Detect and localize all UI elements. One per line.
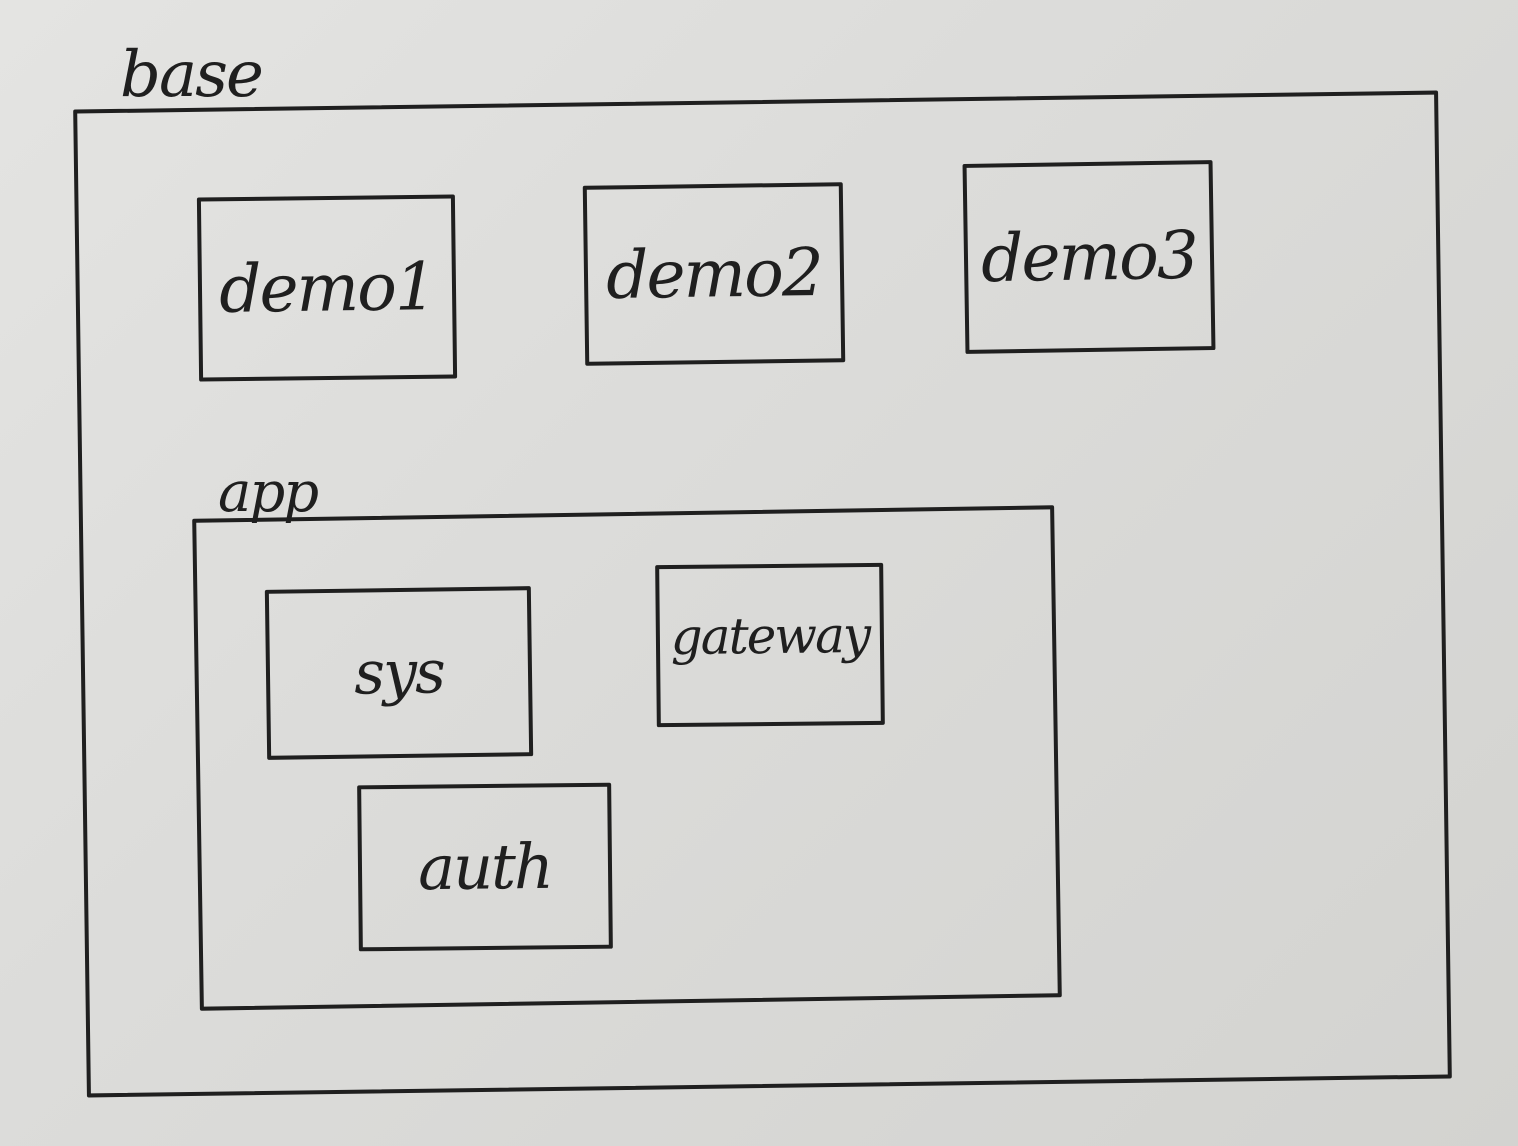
demo1-box: demo1 xyxy=(196,194,458,382)
gateway-box: gateway xyxy=(655,562,885,728)
auth-label: auth xyxy=(417,829,553,905)
base-label: base xyxy=(120,38,264,112)
sys-box: sys xyxy=(264,586,534,760)
demo3-label: demo3 xyxy=(980,216,1198,298)
demo3-box: demo3 xyxy=(962,160,1216,354)
sys-label: sys xyxy=(353,637,445,709)
app-label: app xyxy=(218,460,319,525)
demo2-box: demo2 xyxy=(582,182,846,366)
demo1-label: demo1 xyxy=(218,248,436,328)
gateway-label: gateway xyxy=(670,605,870,666)
demo2-label: demo2 xyxy=(605,233,823,315)
auth-box: auth xyxy=(357,782,613,952)
